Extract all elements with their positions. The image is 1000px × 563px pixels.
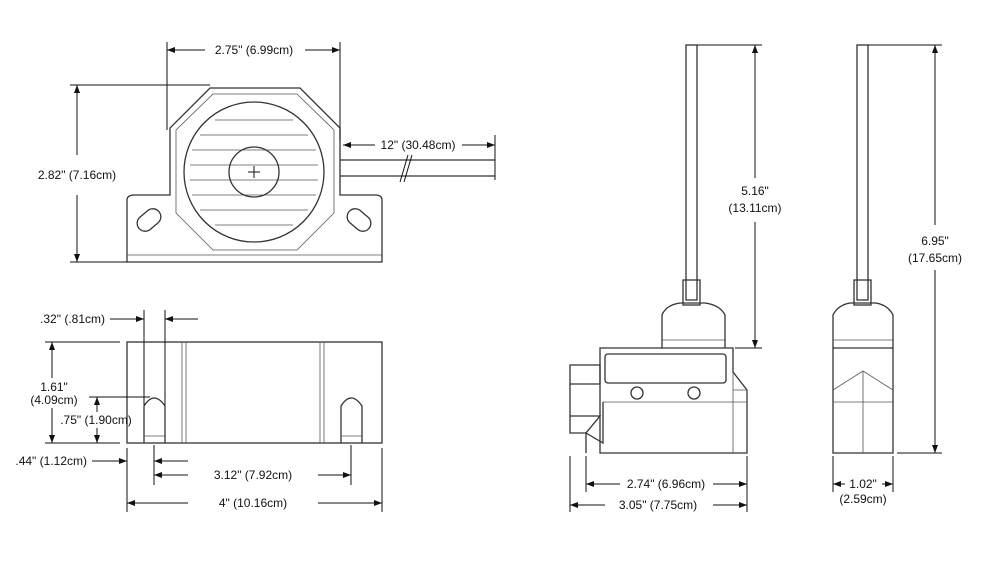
overall-width-label: 4" (10.16cm) <box>219 496 287 510</box>
width-label: 2.75" (6.99cm) <box>215 43 293 57</box>
depth-label-cm: (4.09cm) <box>30 393 77 407</box>
width-in: 1.02" <box>849 477 877 491</box>
bottom-dimensions: .32" (.81cm) 1.61" (4.09cm) .75" (1.90cm… <box>15 310 383 512</box>
switch-side-view <box>832 44 894 454</box>
slot-spacing-label: 3.12" (7.92cm) <box>214 468 292 482</box>
overall-height-cm: (17.65cm) <box>908 251 962 265</box>
switch-front-dimensions: 5.16" (13.11cm) 2.74" (6.96cm) 3.05" (7.… <box>569 44 782 512</box>
height-label: 2.82" (7.16cm) <box>38 168 116 182</box>
alarm-bottom-view <box>126 341 383 444</box>
body-width-label: 2.74" (6.96cm) <box>627 477 705 491</box>
front-dimensions: 2.75" (6.99cm) 2.82" (7.16cm) 12" (30.48… <box>38 42 496 263</box>
switch-side-dimensions: 6.95" (17.65cm) 1.02" (2.59cm) <box>832 44 962 506</box>
slot-height-label: .75" (1.90cm) <box>60 413 132 427</box>
switch-front-view <box>569 44 748 454</box>
alarm-front-view <box>126 87 495 263</box>
slot-offset-label: .44" (1.12cm) <box>15 454 87 468</box>
slot-width-label: .32" (.81cm) <box>40 312 105 326</box>
overall-height-in: 6.95" <box>921 234 949 248</box>
width-cm: (2.59cm) <box>839 492 886 506</box>
depth-label-in: 1.61" <box>40 380 68 394</box>
overall-width-label: 3.05" (7.75cm) <box>619 498 697 512</box>
cable-length-label: 12" (30.48cm) <box>381 138 456 152</box>
rod-height-cm: (13.11cm) <box>728 201 781 215</box>
rod-height-in: 5.16" <box>741 184 769 198</box>
